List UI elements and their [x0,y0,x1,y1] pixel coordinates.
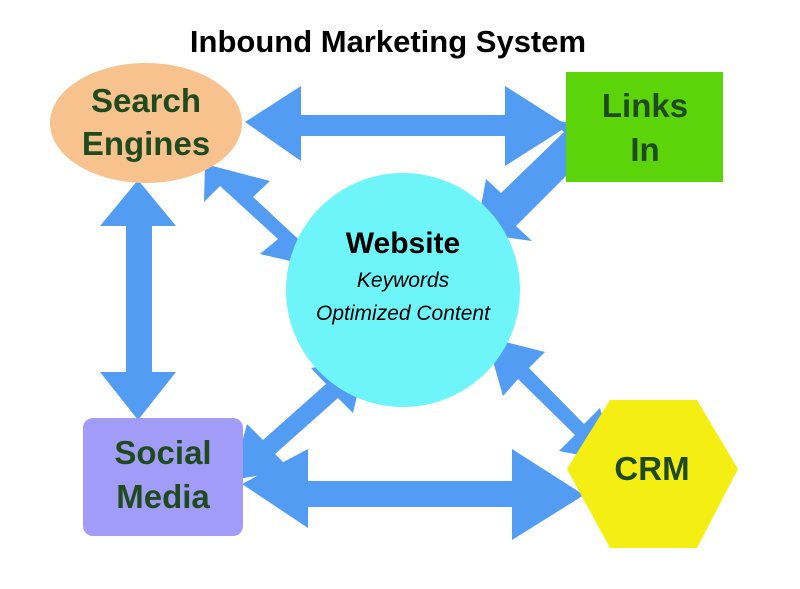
search-engines-label-line1: Search [91,82,201,119]
arrow-search-social [100,180,176,420]
links-in-label-line2: In [630,131,659,168]
website-subtitle-content: Optimized Content [316,302,491,325]
website-subtitle-keywords: Keywords [357,269,450,292]
node-website: Website Keywords Optimized Content [286,173,520,407]
diagram-title: Inbound Marketing System [190,24,586,59]
node-search-engines: Search Engines [50,63,242,183]
social-media-label-line2: Media [116,478,210,515]
website-title: Website [346,227,460,260]
arrow-search-links [245,86,568,166]
crm-shape [567,400,738,548]
arrow-social-website [232,358,366,480]
node-crm: CRM [567,400,738,548]
node-links-in: Links In [566,72,723,182]
social-media-label-line1: Social [114,434,211,471]
website-shape [286,173,520,407]
search-engines-label-line2: Engines [82,125,210,162]
crm-label: CRM [614,450,689,487]
node-social-media: Social Media [83,418,243,536]
search-engines-shape [50,63,242,183]
links-in-label-line1: Links [602,87,688,124]
social-media-shape [83,418,243,536]
links-in-shape [566,72,723,182]
arrow-website-crm [486,337,615,462]
arrow-social-crm [242,449,584,540]
